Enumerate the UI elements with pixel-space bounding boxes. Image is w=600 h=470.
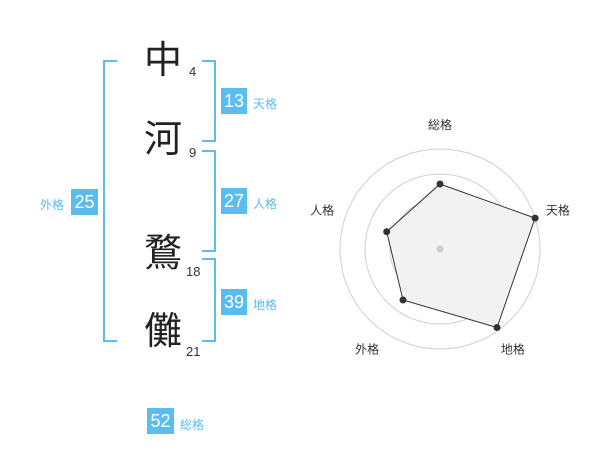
soukaku-value: 52: [147, 408, 174, 434]
radar-axis-label: 天格: [546, 203, 570, 218]
tenkaku-value: 13: [221, 88, 247, 114]
jinkaku-bracket: [202, 150, 216, 252]
radar-center-dot: [436, 245, 444, 253]
radar-axis-label: 総格: [428, 117, 452, 132]
stroke-count-2: 9: [189, 145, 197, 160]
radar-point: [531, 214, 539, 222]
chikaku-bracket: [202, 258, 216, 342]
name-char-4: 儺: [143, 309, 182, 353]
stroke-count-4: 21: [186, 344, 201, 359]
radar-ring: [339, 148, 541, 350]
chikaku-label: 地格: [253, 298, 278, 312]
tenkaku-bracket: [202, 60, 216, 142]
radar-area: [386, 183, 536, 329]
name-char-2: 河: [143, 117, 182, 161]
radar-axis-label: 人格: [310, 203, 334, 218]
tenkaku-label: 天格: [253, 97, 278, 111]
radar-axis-label: 地格: [501, 341, 525, 356]
soukaku-label: 総格: [180, 418, 205, 432]
stroke-count-1: 4: [189, 64, 197, 79]
radar-point: [493, 324, 501, 331]
radar-axis-label: 外格: [355, 341, 379, 356]
radar-points: [383, 180, 539, 331]
stroke-count-3: 18: [186, 264, 201, 279]
radar-point: [436, 180, 444, 188]
jinkaku-label: 人格: [253, 197, 278, 211]
name-char-1: 中: [143, 38, 182, 82]
radar-point: [399, 296, 407, 304]
gaikaku-value: 25: [71, 189, 98, 215]
gaikaku-bracket: [103, 60, 117, 342]
chikaku-value: 39: [221, 289, 247, 315]
jinkaku-value: 27: [221, 188, 247, 214]
gaikaku-label: 外格: [40, 198, 65, 212]
radar-point: [383, 228, 391, 236]
name-char-3: 鶩: [143, 231, 182, 275]
